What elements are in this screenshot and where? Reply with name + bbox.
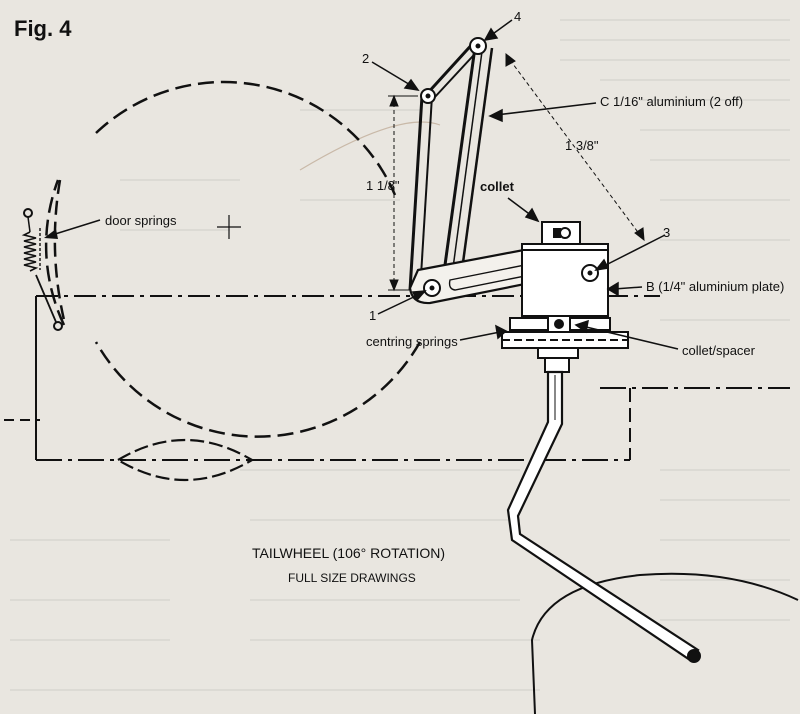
collet-spacer-arrow (574, 319, 679, 350)
background-print-through (10, 19, 790, 691)
collet-spacer-label: collet/spacer (682, 343, 756, 358)
wheel-lens-shape (115, 439, 255, 481)
figure-title: Fig. 4 (14, 16, 72, 41)
collet-block (521, 221, 609, 317)
caption-line-1: TAILWHEEL (106° ROTATION) (252, 545, 445, 561)
part-c-arrow (488, 102, 597, 123)
caption-line-2: FULL SIZE DRAWINGS (288, 571, 416, 585)
pivot-2 (420, 88, 436, 104)
part-number-3: 3 (663, 225, 670, 240)
fuselage-outline-circle (44, 80, 422, 438)
door-spring (21, 208, 63, 331)
spacer-plate (501, 315, 629, 359)
part-b-label: B (1/4" aluminium plate) (646, 279, 784, 294)
part-number-2: 2 (362, 51, 369, 66)
centring-springs-label: centring springs (366, 334, 458, 349)
leader-arrows (371, 19, 666, 315)
pivot-4 (469, 37, 487, 55)
door-springs-label: door springs (105, 213, 177, 228)
center-mark (217, 215, 241, 239)
dimension-diagonal (505, 52, 645, 242)
fuselage-outline-left (53, 179, 66, 321)
collet-label: collet (480, 179, 515, 194)
pivot-3 (581, 264, 599, 282)
collet-arrow (507, 197, 540, 223)
lower-wheel-arc (530, 572, 799, 714)
centring-springs-arrow (459, 324, 508, 341)
dimension-right-label: 1 3/8" (565, 138, 599, 153)
part-c-label: C 1/16" aluminium (2 off) (600, 94, 743, 109)
dimension-left-label: 1 1/8" (366, 178, 400, 193)
pivot-1 (423, 279, 441, 297)
linkage-arms (408, 38, 494, 293)
part-number-4: 4 (514, 9, 521, 24)
tailwheel-leg (506, 357, 701, 663)
part-b-arrow (606, 281, 643, 297)
part-number-1: 1 (369, 308, 376, 323)
door-springs-arrow (44, 219, 101, 239)
